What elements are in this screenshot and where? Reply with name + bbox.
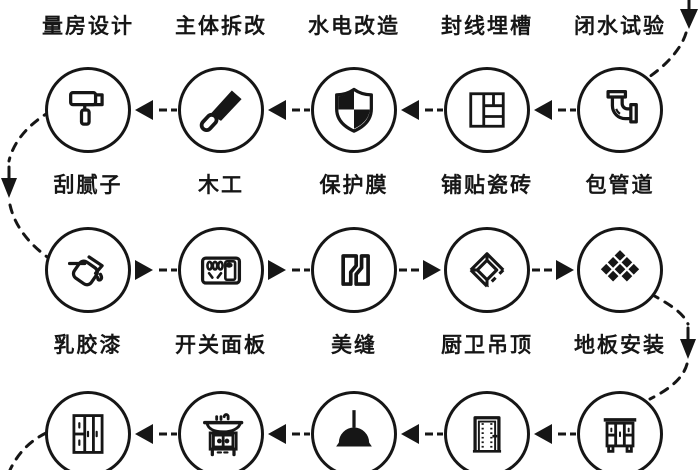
step-label-putty: 刮腻子 [53, 174, 123, 197]
shield-icon [335, 87, 373, 133]
step-label-grouting: 美缝 [331, 334, 377, 357]
step-ceiling-circle [444, 227, 530, 313]
flow-arrow-left-icon [268, 424, 310, 444]
arrow-down-icon [680, 9, 698, 29]
step-grouting-circle [311, 227, 397, 313]
tile-layout-icon [469, 92, 505, 128]
tile-grout-icon [341, 254, 370, 286]
step-lighting-circle [311, 391, 397, 470]
flow-arrow-right-icon [135, 260, 177, 280]
step-label-protective-film: 保护膜 [319, 174, 389, 197]
arrow-down-icon [680, 339, 696, 359]
step-label-ceiling: 厨卫吊顶 [441, 334, 533, 357]
paint-bucket-icon [67, 255, 104, 287]
step-label-measure-design: 量房设计 [42, 15, 134, 38]
wardrobe-icon [72, 414, 104, 454]
step-label-pipe-wrapping: 包管道 [585, 174, 655, 197]
step-switch-panel-circle [178, 227, 264, 313]
handsaw-icon [199, 90, 242, 133]
flow-arrow-left-icon [401, 424, 443, 444]
step-label-switch-panel: 开关面板 [175, 334, 267, 357]
step-label-flooring: 地板安装 [574, 334, 666, 357]
paint-roller-icon [69, 91, 104, 126]
flow-arrow-right-icon [399, 260, 441, 280]
step-vanity-circle [178, 391, 264, 470]
step-putty-circle [45, 67, 131, 153]
flow-arrow-left-icon [534, 424, 576, 444]
step-label-water-test: 闭水试验 [574, 15, 666, 38]
step-wardrobe-circle [45, 391, 131, 470]
flow-arrow-right-icon [268, 260, 310, 280]
step-label-latex-paint: 乳胶漆 [53, 334, 123, 357]
ceiling-panel-icon [469, 252, 505, 288]
pendant-lamp-icon [336, 410, 372, 447]
flow-arrow-left-icon [135, 100, 177, 120]
flow-arrow-left-icon [534, 100, 576, 120]
transition-top-right-curve [647, 0, 698, 79]
step-label-plumbing-wiring: 水电改造 [308, 15, 400, 38]
step-label-tiling: 铺贴瓷砖 [441, 174, 533, 197]
bathroom-vanity-icon [203, 413, 244, 457]
step-door-circle [444, 391, 530, 470]
step-protective-film-circle [311, 67, 397, 153]
step-label-conduit-burying: 封线埋槽 [441, 15, 533, 38]
step-latex-paint-circle [45, 227, 131, 313]
flow-arrow-left-icon [135, 424, 177, 444]
sideboard-icon [603, 418, 637, 453]
step-carpentry-circle [178, 67, 264, 153]
flow-arrow-left-icon [268, 100, 310, 120]
transition-right-curve [648, 292, 696, 401]
socket-panel-icon [200, 256, 242, 285]
step-pipe-wrapping-circle [577, 67, 663, 153]
flow-arrow-right-icon [532, 260, 574, 280]
pipe-elbow-icon [606, 89, 638, 124]
floor-tiles-icon [600, 250, 640, 282]
door-icon [472, 416, 502, 453]
step-label-carpentry: 木工 [198, 174, 244, 197]
step-flooring-circle [577, 227, 663, 313]
step-cabinet-circle [577, 391, 663, 470]
step-label-demolition: 主体拆改 [175, 15, 267, 38]
arrow-down-icon [1, 178, 17, 198]
transition-bottom-left-curve [8, 431, 48, 470]
flow-arrow-left-icon [401, 100, 443, 120]
step-tiling-circle [444, 67, 530, 153]
